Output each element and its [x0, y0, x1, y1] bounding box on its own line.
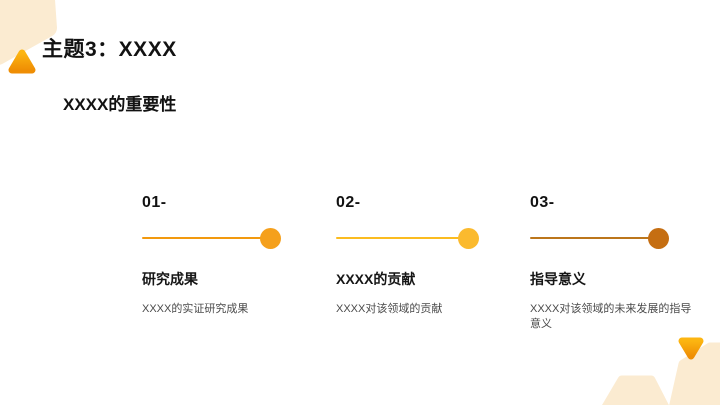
timeline-description: XXXX的实证研究成果 [142, 303, 249, 315]
triangle-down-icon [678, 337, 704, 360]
triangle-up-icon [8, 49, 36, 74]
timeline-dot-icon [260, 228, 281, 249]
timeline-item-1: 01- 研究成果 XXXX的实证研究成果 [142, 194, 292, 317]
timeline-track [142, 228, 281, 249]
timeline-description: XXXX对该领域的未来发展的指导意义 [530, 303, 692, 330]
timeline-item-3: 03- 指导意义 XXXX对该领域的未来发展的指导意义 [530, 194, 692, 332]
timeline-heading: 研究成果 [142, 271, 198, 287]
slide-subtitle: XXXX的重要性 [63, 95, 177, 114]
timeline-line [336, 237, 477, 239]
timeline-number: 01- [142, 194, 167, 211]
timeline-line [142, 237, 279, 239]
timeline-heading: XXXX的贡献 [336, 271, 416, 287]
decor-hexagon-bottom-right [669, 342, 720, 405]
timeline-heading: 指导意义 [530, 271, 586, 287]
timeline-track [530, 228, 669, 249]
decor-trapezoid-bottom [602, 375, 669, 405]
timeline-track [336, 228, 479, 249]
timeline-description: XXXX对该领域的贡献 [336, 303, 443, 315]
timeline-number: 03- [530, 194, 555, 211]
timeline-item-2: 02- XXXX的贡献 XXXX对该领域的贡献 [336, 194, 486, 317]
timeline-number: 02- [336, 194, 361, 211]
timeline-dot-icon [458, 228, 479, 249]
timeline-dot-icon [648, 228, 669, 249]
slide-title: 主题3：XXXX [42, 38, 177, 61]
timeline-line [530, 237, 667, 239]
